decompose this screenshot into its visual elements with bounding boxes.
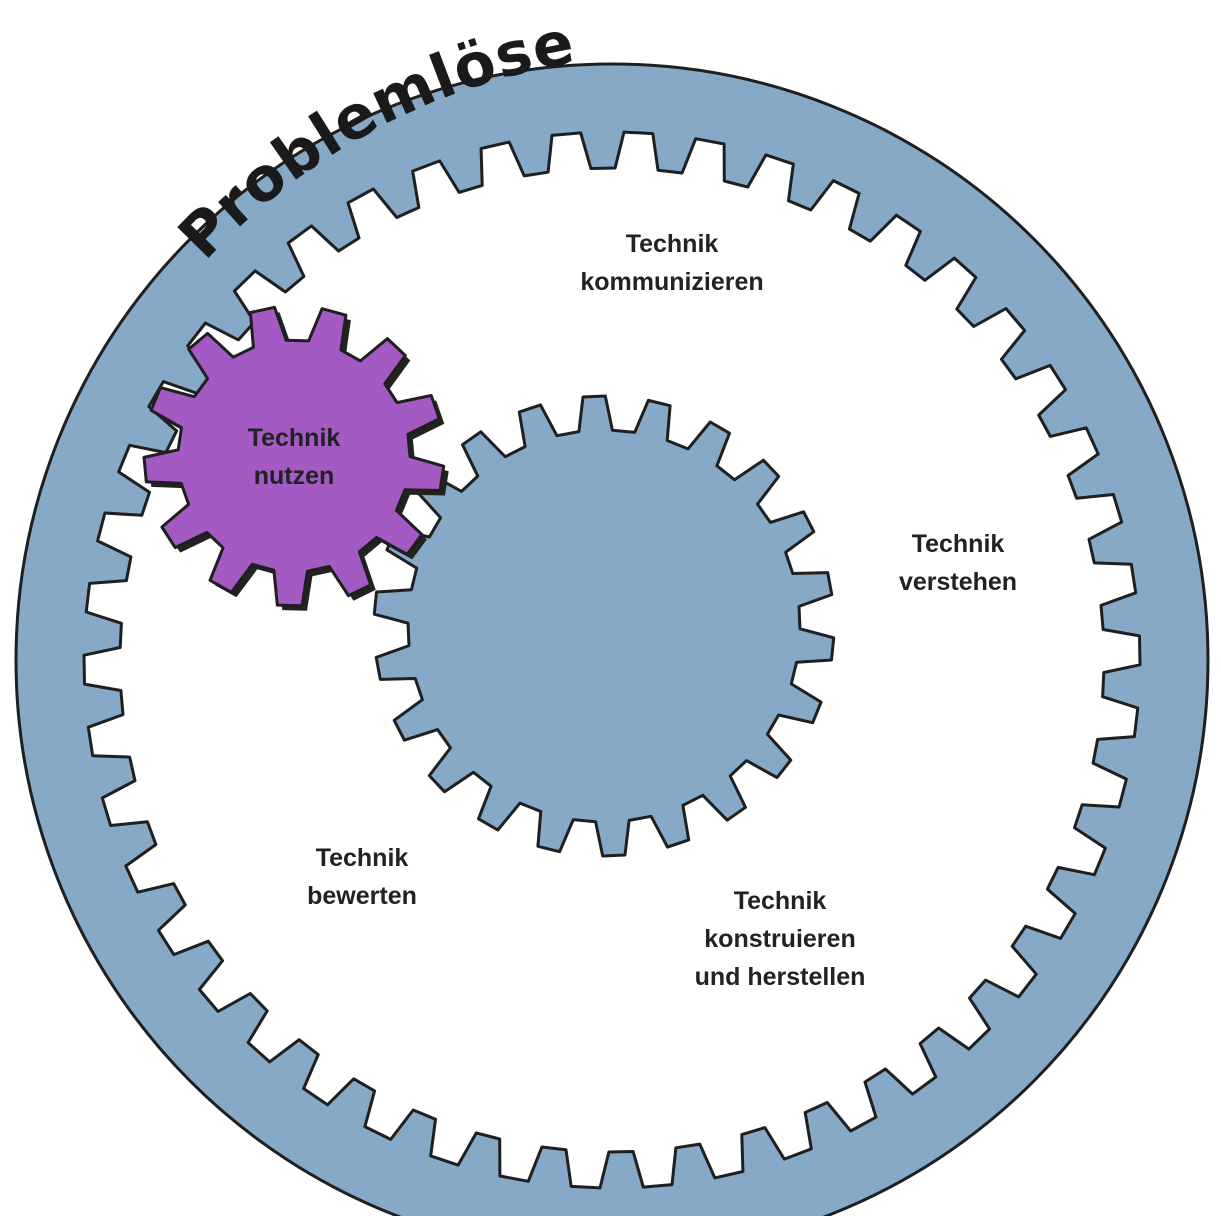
gear-kommunizieren: Technik kommunizieren — [142, 230, 764, 611]
gear-label-line: verstehen — [899, 568, 1017, 596]
gear-label-line: und herstellen — [695, 963, 866, 991]
gear-label-line: nutzen — [254, 462, 335, 490]
gear-label-line: Technik — [912, 530, 1005, 558]
gear-label-line: bewerten — [307, 882, 417, 910]
gear-nutzen: Technik nutzen — [248, 424, 341, 490]
gear-label-line: Technik — [734, 887, 827, 915]
gear-verstehen: Technik verstehen — [899, 530, 1017, 596]
gear-label-line: kommunizieren — [580, 268, 763, 296]
gear-label-line: konstruieren — [704, 925, 855, 953]
gear-bewerten: Technik bewerten — [307, 844, 417, 910]
gear-label-line: Technik — [248, 424, 341, 452]
sun-gear — [372, 394, 836, 858]
gear-body — [142, 305, 446, 608]
gear-konstruieren: Technik konstruieren und herstellen — [695, 887, 866, 991]
gear-label-line: Technik — [316, 844, 409, 872]
gear-label-line: Technik — [626, 230, 719, 258]
